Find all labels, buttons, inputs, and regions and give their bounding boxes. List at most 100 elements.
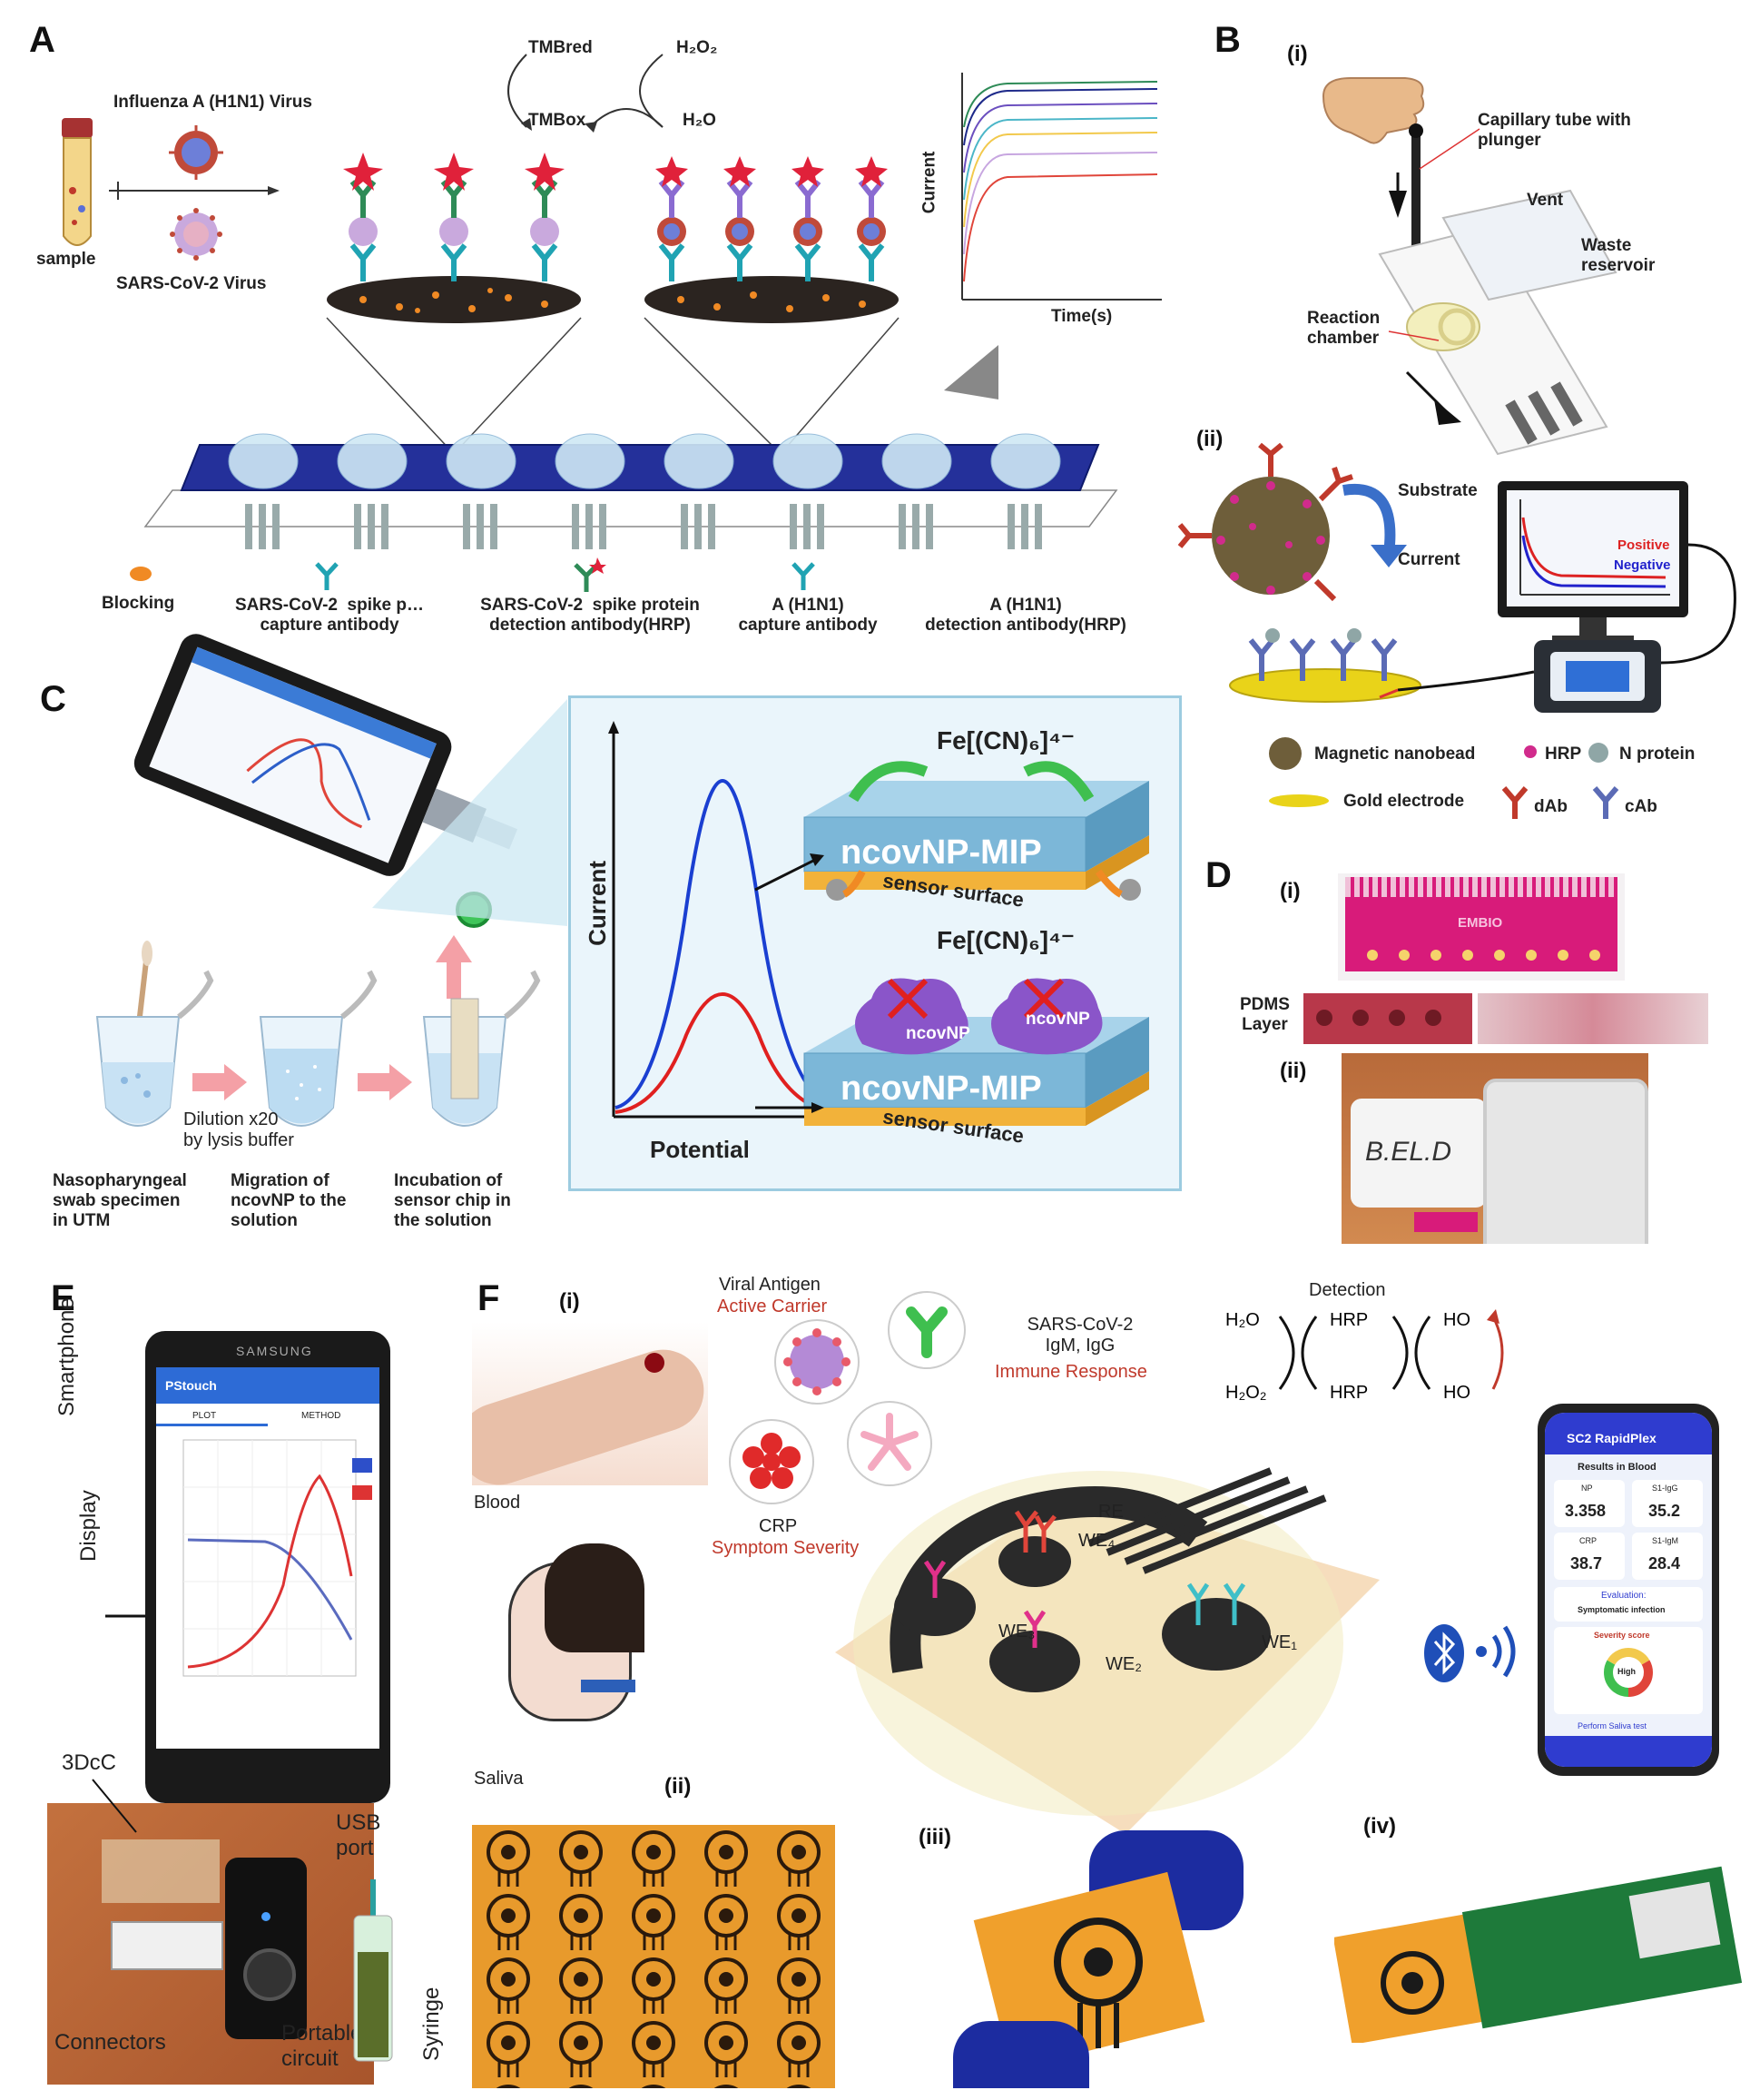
detection-cycle: H₂O H₂O₂ HRP HRP HO HO — [1225, 1309, 1504, 1403]
saliva-device — [581, 1680, 635, 1692]
saliva-test-button[interactable]: Perform Saliva test — [1578, 1721, 1647, 1730]
threedcc-pointer — [92, 1779, 137, 1833]
f-phone: SC2 RapidPlex Results in Blood NP 3.358 … — [1538, 1404, 1719, 1776]
bluetooth-icon — [1424, 1624, 1464, 1682]
evaluation-card — [1554, 1587, 1703, 1622]
panel-d-sub-ii: (ii) — [1280, 1059, 1307, 1083]
blood-photo — [472, 1322, 708, 1485]
electrode-sheet-pattern — [472, 1825, 835, 2088]
threedcc-label: 3DcC — [62, 1750, 117, 1775]
electron-icons-top — [826, 869, 1141, 901]
reaction-pointer — [1388, 330, 1440, 341]
legend-sars-detection: SARS-CoV-2 spike protein detection antib… — [480, 596, 700, 635]
legend-flu-detection: A (H1N1) detection antibody(HRP) — [925, 596, 1126, 635]
step-2-label: Migration of ncovNP to the solution — [231, 1171, 347, 1230]
legend-blue-swatch — [352, 1458, 372, 1473]
c-zoom-fan — [372, 699, 567, 926]
active-carrier-label: Active Carrier — [717, 1296, 828, 1316]
panel-label-e: E — [51, 1278, 75, 1318]
substrate-label: Substrate — [1398, 481, 1478, 500]
severity-label: Severity score — [1594, 1631, 1650, 1640]
circuit-electrode-pattern — [1381, 1951, 1444, 2015]
beld-label: B.EL.D — [1365, 1137, 1452, 1167]
f-app-title: SC2 RapidPlex — [1567, 1431, 1657, 1445]
legend-gold-electrode: Gold electrode — [1343, 792, 1465, 811]
svg-text:H₂O₂: H₂O₂ — [1225, 1383, 1267, 1403]
svg-text:HO: HO — [1443, 1310, 1470, 1330]
symptom-label: Symptom Severity — [712, 1538, 860, 1558]
tube-1 — [95, 941, 214, 1127]
blocking-icon — [130, 567, 152, 581]
immune-label: Immune Response — [995, 1362, 1147, 1382]
ncovnp-label-1: ncovNP — [906, 1024, 970, 1043]
tmbred-label: TMBred — [528, 38, 593, 57]
tab-underline — [156, 1424, 268, 1426]
app-name: PStouch — [165, 1378, 217, 1393]
legend-hrp: HRP — [1545, 744, 1582, 764]
we1-label: WE₁ — [1262, 1632, 1297, 1652]
f-tab-bar — [1545, 1736, 1712, 1767]
panel-label-f: F — [477, 1278, 500, 1318]
fe-top-label: Fe[(CN)₆]⁴⁻ — [937, 726, 1075, 754]
f-app-bar — [1545, 1413, 1712, 1454]
waste-label: Waste reservoir — [1581, 236, 1656, 275]
connectors-label: Connectors — [54, 2030, 166, 2055]
flu-capture-ab-icon — [791, 562, 815, 590]
gold-electrode-legend-icon — [1269, 794, 1329, 807]
panel-b-sub-i: (i) — [1287, 42, 1308, 66]
symptomatic-label: Symptomatic infection — [1578, 1605, 1666, 1614]
s1igg-card — [1632, 1480, 1703, 1527]
mip-layer-label-bottom: ncovNP-MIP — [841, 1070, 1042, 1108]
saliva-label: Saliva — [474, 1769, 524, 1789]
we3-label: WE₃ — [998, 1622, 1036, 1642]
saliva-photo — [472, 1543, 654, 1725]
beld-device — [1351, 1099, 1487, 1208]
severity-high: High — [1617, 1667, 1636, 1676]
pdms-label: PDMS Layer — [1240, 995, 1290, 1034]
zoom-lines — [326, 317, 900, 455]
panel-f-sub-iii: (iii) — [919, 1825, 951, 1849]
sars-capture-ab-icon — [315, 562, 339, 590]
capillary-pointer — [1419, 128, 1480, 170]
electrode-array — [143, 433, 1118, 549]
crp-card-label: CRP — [1579, 1536, 1598, 1545]
crp-icon — [729, 1419, 814, 1504]
fe-bottom-label: Fe[(CN)₆]⁴⁻ — [937, 926, 1075, 954]
pdms-wells — [1316, 1010, 1441, 1026]
np-value: 3.358 — [1565, 1502, 1607, 1520]
np-label: NP — [1581, 1484, 1593, 1493]
legend-red-swatch — [352, 1485, 372, 1500]
step-3-label: Incubation of sensor chip in the solutio… — [394, 1171, 511, 1230]
flexible-electrode-photo — [953, 1830, 1245, 2088]
electrode-sheet-photo — [472, 1825, 835, 2088]
circuit-led — [261, 1912, 270, 1921]
tube-3 — [422, 970, 541, 1127]
circuit-board-photo — [1334, 1861, 1745, 2043]
legend-dab: dAb — [1534, 797, 1568, 816]
hrp-legend-icon — [1524, 745, 1537, 758]
step-1-label: Nasopharyngeal swab specimen in UTM — [53, 1171, 187, 1230]
antibody-green-icon — [888, 1291, 966, 1369]
sensor-dome — [835, 1467, 1380, 1834]
flu-virus-icon — [169, 125, 223, 180]
crp-label: CRP — [759, 1516, 798, 1536]
embio-chip-photo: EMBIO — [1338, 873, 1625, 981]
flu-virus-label: Influenza A (H1N1) Virus — [113, 93, 312, 112]
amperometry-chart — [961, 73, 1162, 301]
legend-sars-capture: SARS-CoV-2 spike p… capture antibody — [235, 596, 424, 635]
crp-card — [1554, 1533, 1625, 1580]
tab-plot[interactable]: PLOT — [192, 1411, 217, 1421]
pink-arrow-2 — [358, 1064, 412, 1100]
blood-label: Blood — [474, 1493, 521, 1513]
f-phone-screen: SC2 RapidPlex Results in Blood NP 3.358 … — [1545, 1413, 1712, 1767]
vent-label: Vent — [1527, 191, 1564, 210]
syringe-label: Syringe — [419, 1987, 444, 2061]
reaction-label: Reaction chamber — [1307, 309, 1381, 348]
s1igm-label: S1-IgM — [1652, 1536, 1679, 1545]
severity-card — [1554, 1627, 1703, 1714]
evaluation-label: Evaluation: — [1601, 1591, 1647, 1601]
connector-block — [111, 1921, 223, 1970]
s1igm-card — [1632, 1533, 1703, 1580]
tab-method[interactable]: METHOD — [301, 1411, 341, 1421]
wireless-icon — [1476, 1625, 1516, 1678]
